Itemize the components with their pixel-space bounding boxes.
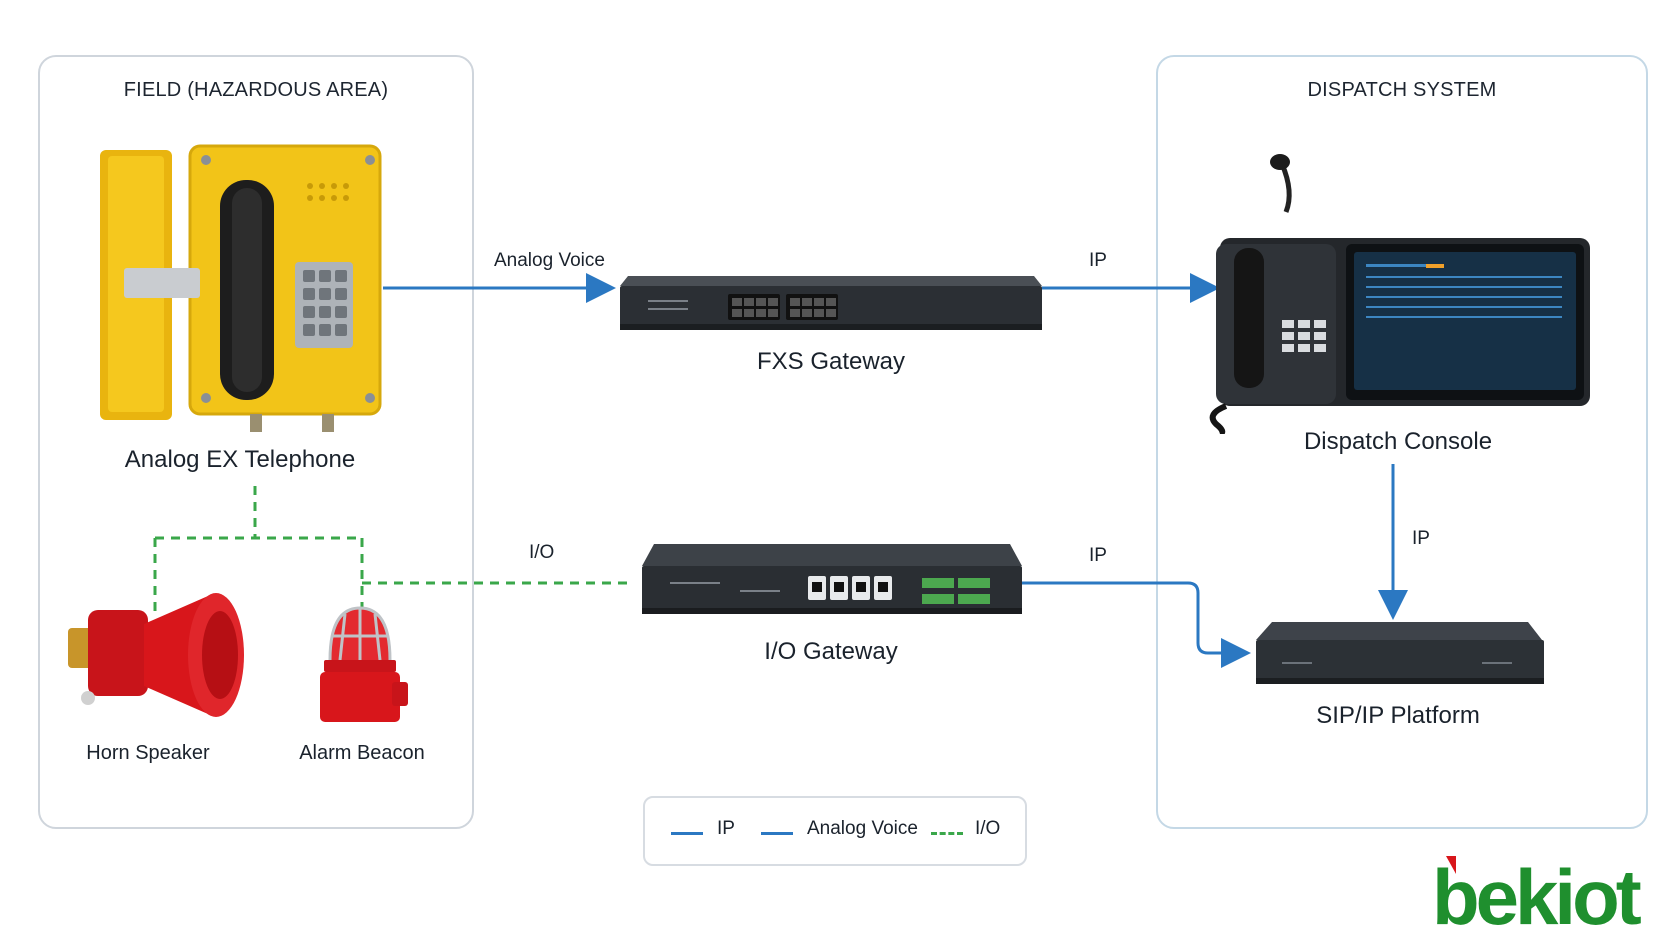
legend-analog-voice-label: Analog Voice [807, 818, 918, 839]
alarm-beacon-label: Alarm Beacon [299, 742, 425, 764]
ex-telephone-icon [100, 144, 382, 432]
label-ip-top: IP [1089, 250, 1107, 271]
sip-platform-label: SIP/IP Platform [1316, 702, 1480, 729]
alarm-beacon-icon [320, 606, 408, 722]
dispatch-console-icon [1209, 154, 1590, 434]
fxs-gateway-label: FXS Gateway [756, 348, 906, 375]
bekiot-logo: bekiot [1432, 852, 1652, 941]
dispatch-panel: DISPATCH SYSTEM [1156, 55, 1648, 829]
dispatch-console-label: Dispatch Console [1303, 428, 1493, 455]
legend-ip-line [671, 832, 703, 835]
legend-analog-voice-line [761, 832, 793, 835]
field-panel-title: FIELD (HAZARDOUS AREA) [123, 79, 389, 101]
bekiot-logo-mark: bekiot [1432, 853, 1646, 941]
sip-platform-icon [1256, 622, 1544, 684]
label-ip-vertical: IP [1412, 528, 1430, 549]
telephone-label: Analog EX Telephone [124, 446, 356, 473]
io-gateway-label: I/O Gateway [764, 638, 898, 665]
dispatch-panel-title: DISPATCH SYSTEM [1307, 79, 1497, 101]
label-ip-middle: IP [1089, 545, 1107, 566]
legend-ip-label: IP [717, 818, 735, 839]
legend-io-line [931, 832, 963, 835]
horn-speaker-icon [68, 593, 244, 717]
label-io: I/O [529, 542, 555, 563]
io-gateway-icon [642, 544, 1022, 614]
legend-io-label: I/O [975, 818, 1001, 839]
io-link-phone-branch [153, 486, 364, 617]
svg-text:bekiot: bekiot [1432, 853, 1642, 932]
horn-speaker-label: Horn Speaker [86, 742, 210, 764]
label-analog-voice: Analog Voice [494, 250, 605, 271]
legend: IP Analog Voice I/O [643, 796, 1027, 866]
fxs-gateway-icon [620, 276, 1042, 330]
ip-link-io-sip [1022, 581, 1251, 668]
